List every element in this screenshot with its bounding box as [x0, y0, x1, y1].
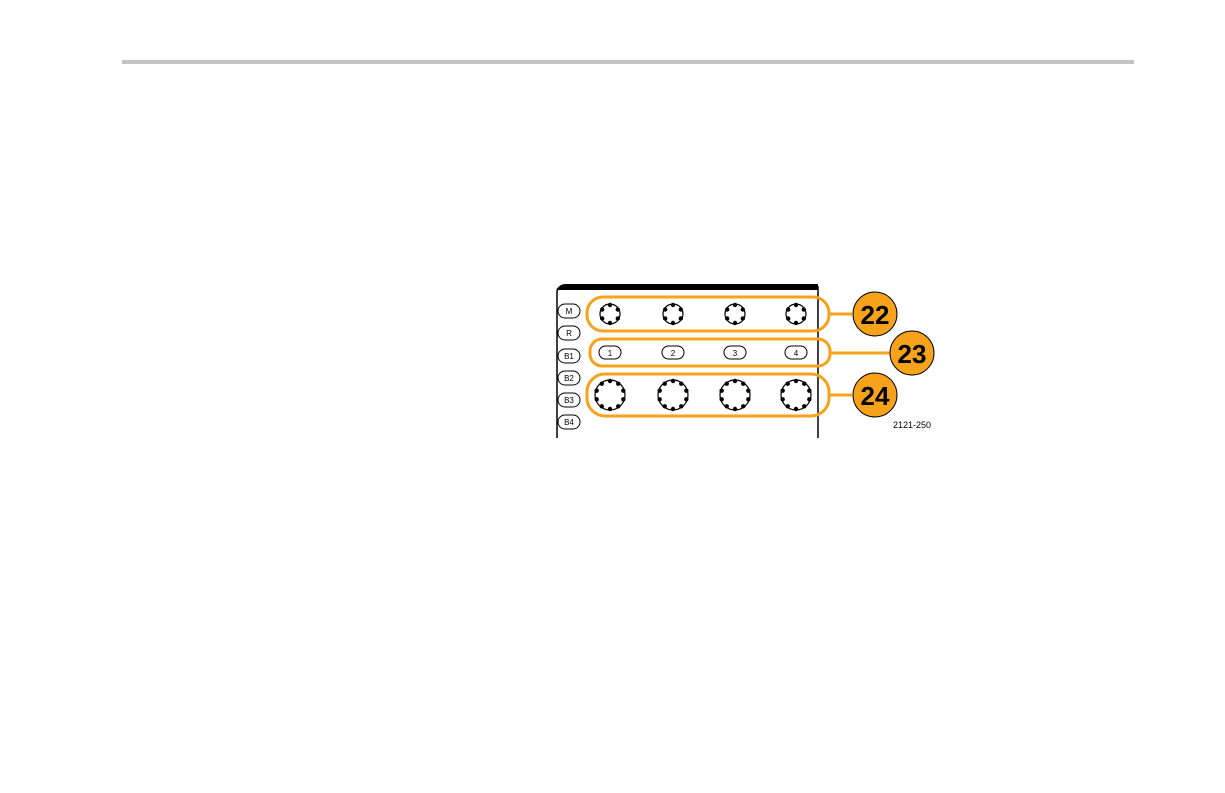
- lower-knob-row: [594, 379, 811, 411]
- side-button-label: B2: [564, 374, 574, 383]
- side-button-label: B1: [564, 352, 574, 361]
- upper-knob-4[interactable]: [786, 303, 806, 325]
- side-button-label: R: [566, 329, 572, 338]
- callout-24: 24: [853, 373, 897, 417]
- channel-button-3[interactable]: 3: [724, 346, 746, 359]
- channel-button-label: 2: [671, 349, 676, 358]
- callout-22-label: 22: [861, 300, 890, 330]
- channel-button-label: 4: [794, 349, 799, 358]
- callout-24-label: 24: [861, 381, 890, 411]
- callout-22: 22: [853, 292, 897, 336]
- lower-knob-3[interactable]: [719, 379, 750, 411]
- side-button-b3[interactable]: B3: [558, 393, 580, 407]
- callout-23-label: 23: [898, 339, 927, 369]
- channel-button-label: 1: [608, 349, 613, 358]
- lower-knob-1[interactable]: [594, 379, 625, 411]
- figure-id: 2121-250: [893, 420, 931, 430]
- lower-knob-4[interactable]: [780, 379, 811, 411]
- upper-knob-3[interactable]: [725, 303, 745, 325]
- side-button-label: M: [566, 307, 573, 316]
- side-button-label: B4: [564, 418, 574, 427]
- upper-knob-1[interactable]: [600, 303, 620, 325]
- channel-button-2[interactable]: 2: [662, 346, 684, 359]
- channel-button-4[interactable]: 4: [785, 346, 807, 359]
- channel-button-label: 3: [733, 349, 738, 358]
- upper-knob-row: [600, 303, 806, 325]
- side-button-r[interactable]: R: [558, 326, 580, 340]
- side-button-b1[interactable]: B1: [558, 349, 580, 363]
- channel-button-1[interactable]: 1: [599, 346, 621, 359]
- side-button-label: B3: [564, 396, 574, 405]
- side-button-b2[interactable]: B2: [558, 371, 580, 385]
- callout-23: 23: [890, 331, 934, 375]
- side-button-m[interactable]: M: [558, 304, 580, 318]
- lower-knob-2[interactable]: [657, 379, 688, 411]
- side-button-b4[interactable]: B4: [558, 415, 580, 429]
- channel-button-row: 1 2 3 4: [599, 346, 807, 359]
- upper-knob-2[interactable]: [663, 303, 683, 325]
